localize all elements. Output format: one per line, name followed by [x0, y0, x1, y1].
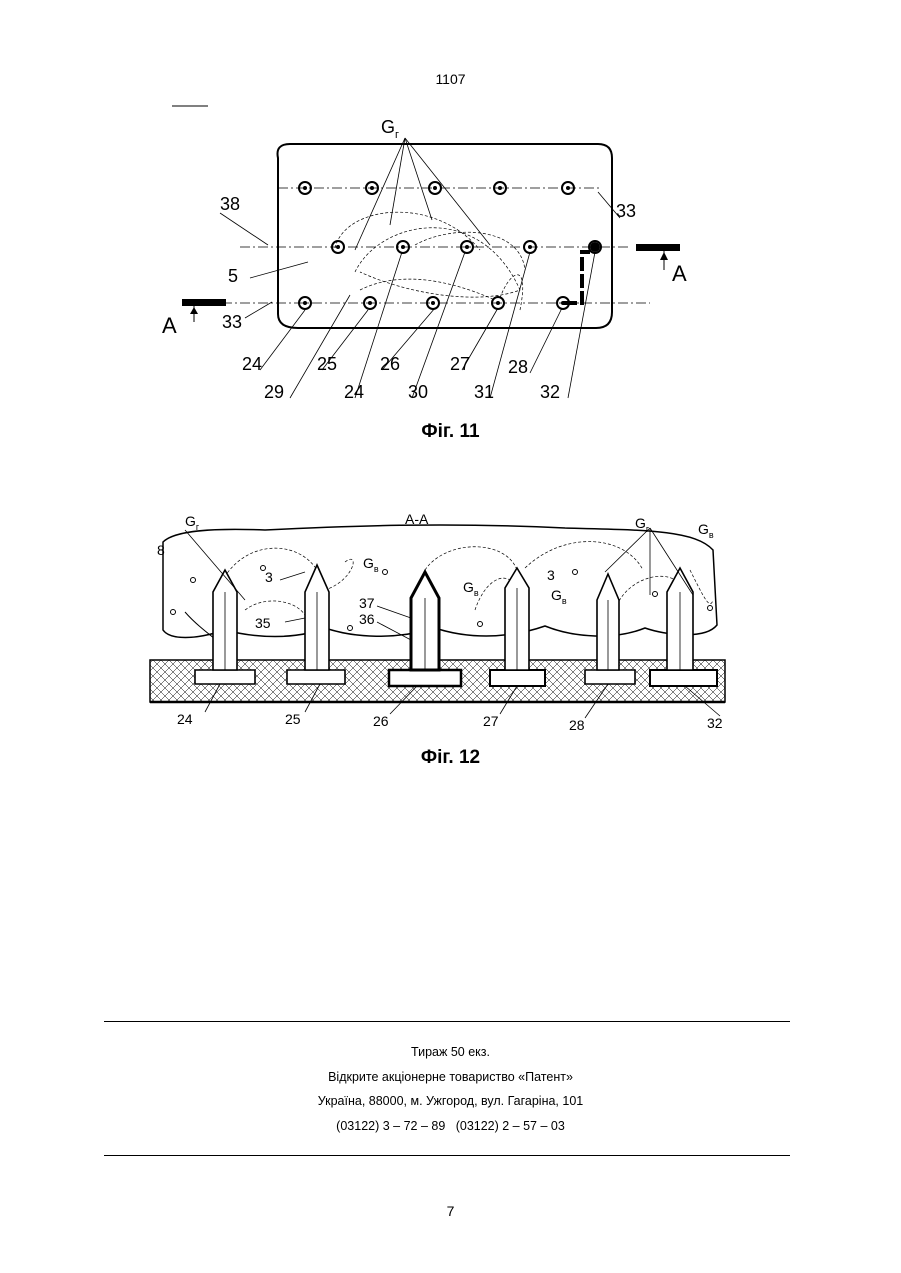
- imprint-phones: (03122) 3 – 72 – 89 (03122) 2 – 57 – 03: [0, 1114, 901, 1139]
- fig11-label-33-bottom: 33: [222, 312, 242, 332]
- fig11-label-26: 26: [380, 354, 400, 374]
- imprint-bottom-rule: [104, 1155, 790, 1156]
- page-number: 7: [0, 1203, 901, 1219]
- fig11-gr-sub: г: [395, 129, 399, 141]
- fig11-label-5: 5: [228, 266, 238, 286]
- imprint-publisher: Відкрите акціонерне товариство «Патент»: [0, 1065, 901, 1090]
- fig12-gv-middle: Gв: [363, 555, 379, 574]
- fig12-label-25: 25: [285, 711, 301, 727]
- fig11-label-24-a: 24: [242, 354, 262, 374]
- figure-11-drawing: G г A A 38 33 5 33 2: [150, 100, 710, 420]
- fig12-label-35: 35: [255, 615, 271, 631]
- fig11-section-a-left: A: [162, 313, 177, 338]
- figure-11: G г A A 38 33 5 33 2: [150, 100, 710, 420]
- fig11-label-27: 27: [450, 354, 470, 374]
- figure-12: Gг A-A Gг Gв Gв Gв Gв 8 3 35 37 36 3 24: [145, 500, 735, 740]
- imprint-circulation: Тираж 50 екз.: [0, 1040, 901, 1065]
- imprint: Тираж 50 екз. Відкрите акціонерне товари…: [0, 1040, 901, 1138]
- fig12-label-8: 8: [157, 542, 165, 558]
- fig12-label-24: 24: [177, 711, 193, 727]
- fig11-label-32: 32: [540, 382, 560, 402]
- fig12-label-27: 27: [483, 713, 499, 729]
- fig12-gv-lower: Gв: [551, 587, 567, 606]
- fig11-label-38: 38: [220, 194, 240, 214]
- fig11-label-31: 31: [474, 382, 494, 402]
- figure-12-drawing: Gг A-A Gг Gв Gв Gв Gв 8 3 35 37 36 3 24: [145, 500, 735, 740]
- fig12-section-title: A-A: [405, 511, 429, 527]
- fig11-label-29: 29: [264, 382, 284, 402]
- fig12-label-3-right: 3: [547, 567, 555, 583]
- fig11-label-25: 25: [317, 354, 337, 374]
- journal-number: 1107: [0, 71, 901, 87]
- fig11-label-33-top: 33: [616, 201, 636, 221]
- fig11-label-30: 30: [408, 382, 428, 402]
- fig12-label-26: 26: [373, 713, 389, 729]
- figure-11-caption: Фіг. 11: [0, 421, 901, 443]
- imprint-address: Україна, 88000, м. Ужгород, вул. Гагарін…: [0, 1089, 901, 1114]
- imprint-top-rule: [104, 1021, 790, 1022]
- fig12-label-32: 32: [707, 715, 723, 731]
- fig12-label-3-left: 3: [265, 569, 273, 585]
- fig11-section-a-right: A: [672, 261, 687, 286]
- fig12-label-28: 28: [569, 717, 585, 733]
- fig12-gv-center: Gв: [463, 579, 479, 598]
- fig11-label-28: 28: [508, 357, 528, 377]
- fig12-gv-right: Gв: [698, 521, 714, 540]
- fig11-label-24-b: 24: [344, 382, 364, 402]
- fig12-gr-left: Gг: [185, 513, 200, 532]
- fig11-gr-label: G: [381, 117, 395, 137]
- figure-12-caption: Фіг. 12: [0, 747, 901, 769]
- fig12-label-37: 37: [359, 595, 375, 611]
- fig12-label-36: 36: [359, 611, 375, 627]
